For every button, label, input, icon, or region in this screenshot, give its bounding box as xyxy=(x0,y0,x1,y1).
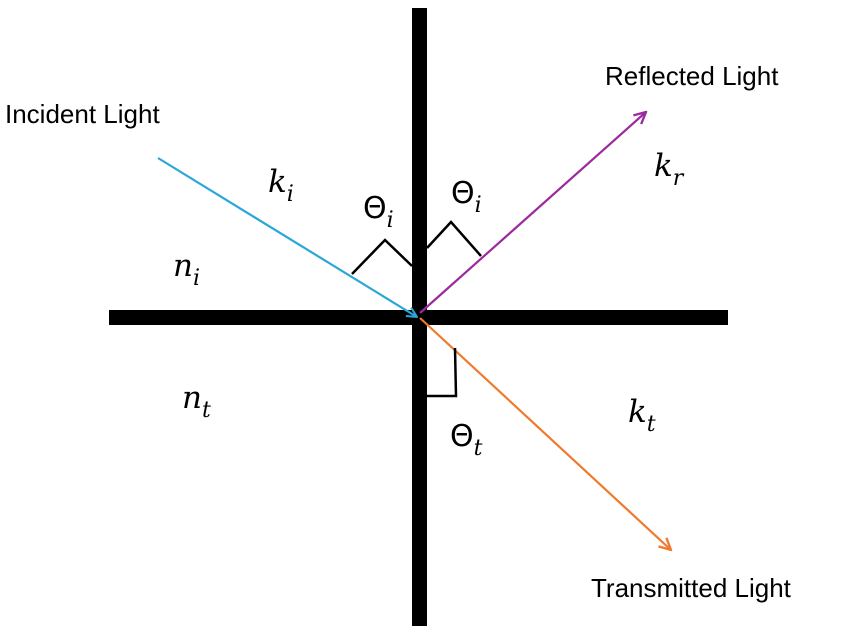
k-t-symbol: kt xyxy=(628,394,656,437)
k-r-symbol: kr xyxy=(654,148,685,191)
n-t-symbol: nt xyxy=(182,380,211,423)
k-i-symbol: ki xyxy=(268,164,294,207)
incident-angle-bracket xyxy=(351,238,413,275)
reflected-angle-bracket xyxy=(426,220,482,257)
reflected-light-label: Reflected Light xyxy=(605,61,779,91)
transmitted-light-label: Transmitted Light xyxy=(591,573,792,603)
reflected-ray xyxy=(419,112,646,314)
theta-t-symbol: Θt xyxy=(450,419,483,461)
incident-light-label: Incident Light xyxy=(5,99,160,129)
theta-i-reflected-symbol: Θi xyxy=(451,176,482,218)
transmitted-angle-bracket xyxy=(427,347,458,398)
theta-i-incident-symbol: Θi xyxy=(363,191,394,233)
incident-ray xyxy=(157,157,417,317)
n-i-symbol: ni xyxy=(173,248,200,291)
interface-line xyxy=(109,310,728,325)
transmitted-ray xyxy=(419,317,671,550)
